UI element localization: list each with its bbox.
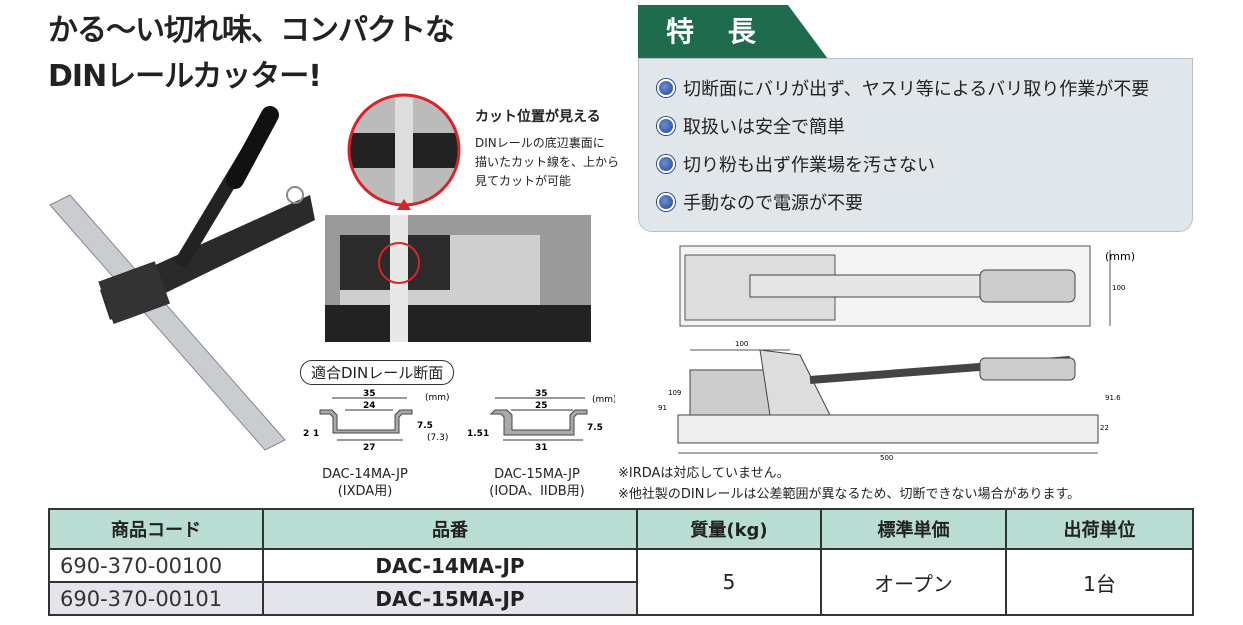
svg-text:1: 1 (313, 429, 319, 439)
callout-heading: カット位置が見える (475, 109, 601, 125)
product-table: 商品コード 品番 質量(kg) 標準単価 出荷単位 690-370-00100 … (48, 508, 1194, 616)
svg-text:27: 27 (363, 443, 376, 450)
dim-91-6: 91.6 (1105, 394, 1121, 402)
bullet-icon (657, 193, 675, 211)
dim-22: 22 (1100, 424, 1109, 432)
product-photo (49, 106, 315, 451)
technical-drawing: 500 100 100 109 91 91.6 22 (mm) (658, 245, 1135, 462)
dim-109: 109 (668, 389, 681, 397)
notes: ※IRDAは対応していません。 ※他社製のDINレールは公差範囲が異なるため、切… (618, 466, 1081, 502)
din-caption-b: DAC-15MA-JP(IODA、IIDB用) (489, 467, 585, 499)
feature-item: 切り粉も出ず作業場を汚さない (657, 151, 935, 177)
din-section-diagrams: 35 24 27 7.5 (7.3) 2 1 (mm) 35 25 31 7.5… (303, 389, 615, 450)
closeup-photo (325, 215, 591, 342)
cut-position-inset (347, 93, 461, 210)
svg-text:(7.3): (7.3) (427, 433, 448, 443)
svg-text:2: 2 (303, 429, 309, 439)
svg-text:(mm): (mm) (425, 393, 450, 403)
svg-text:35: 35 (535, 389, 548, 399)
callout-description: DINレールの底辺裏面に 描いたカット線を、上から 見てカットが可能 (475, 136, 620, 188)
din-section-label: 適合DINレール断面 (300, 360, 455, 385)
svg-text:1.5: 1.5 (467, 429, 483, 439)
page-title: かる〜い切れ味、コンパクトな DINレールカッター! (48, 13, 455, 94)
svg-text:1: 1 (483, 429, 489, 439)
dim-91: 91 (658, 404, 667, 412)
bullet-icon (657, 117, 675, 135)
bullet-icon (657, 155, 675, 173)
drawing-unit: (mm) (1105, 250, 1135, 263)
svg-text:35: 35 (363, 389, 376, 399)
features-box: 切断面にバリが出ず、ヤスリ等によるバリ取り作業が不要 取扱いは安全で簡単 切り粉… (638, 58, 1193, 232)
svg-text:7.5: 7.5 (417, 421, 433, 431)
table-row: 690-370-00101 DAC-15MA-JP (48, 581, 1193, 616)
din-profile-b: 35 25 31 7.5 1.5 1 (mm) (467, 389, 615, 450)
features-header: 特 長 (638, 5, 828, 59)
dim-500: 500 (880, 454, 893, 462)
dim-100b: 100 (1112, 284, 1125, 292)
svg-text:(mm): (mm) (592, 395, 615, 405)
dim-100: 100 (735, 340, 748, 348)
svg-text:7.5: 7.5 (587, 423, 603, 433)
svg-text:31: 31 (535, 443, 548, 450)
feature-item: 切断面にバリが出ず、ヤスリ等によるバリ取り作業が不要 (657, 75, 1149, 101)
bullet-icon (657, 79, 675, 97)
feature-item: 手動なので電源が不要 (657, 189, 863, 215)
table-header: 商品コード 品番 質量(kg) 標準単価 出荷単位 (48, 508, 1194, 550)
din-caption-a: DAC-14MA-JP(IXDA用) (322, 467, 408, 499)
svg-text:25: 25 (535, 401, 548, 411)
feature-item: 取扱いは安全で簡単 (657, 113, 845, 139)
din-profile-a: 35 24 27 7.5 (7.3) 2 1 (mm) (303, 389, 450, 450)
svg-text:24: 24 (363, 401, 376, 411)
table-row: 690-370-00100 DAC-14MA-JP 5 オープン 1台 (48, 548, 1194, 616)
